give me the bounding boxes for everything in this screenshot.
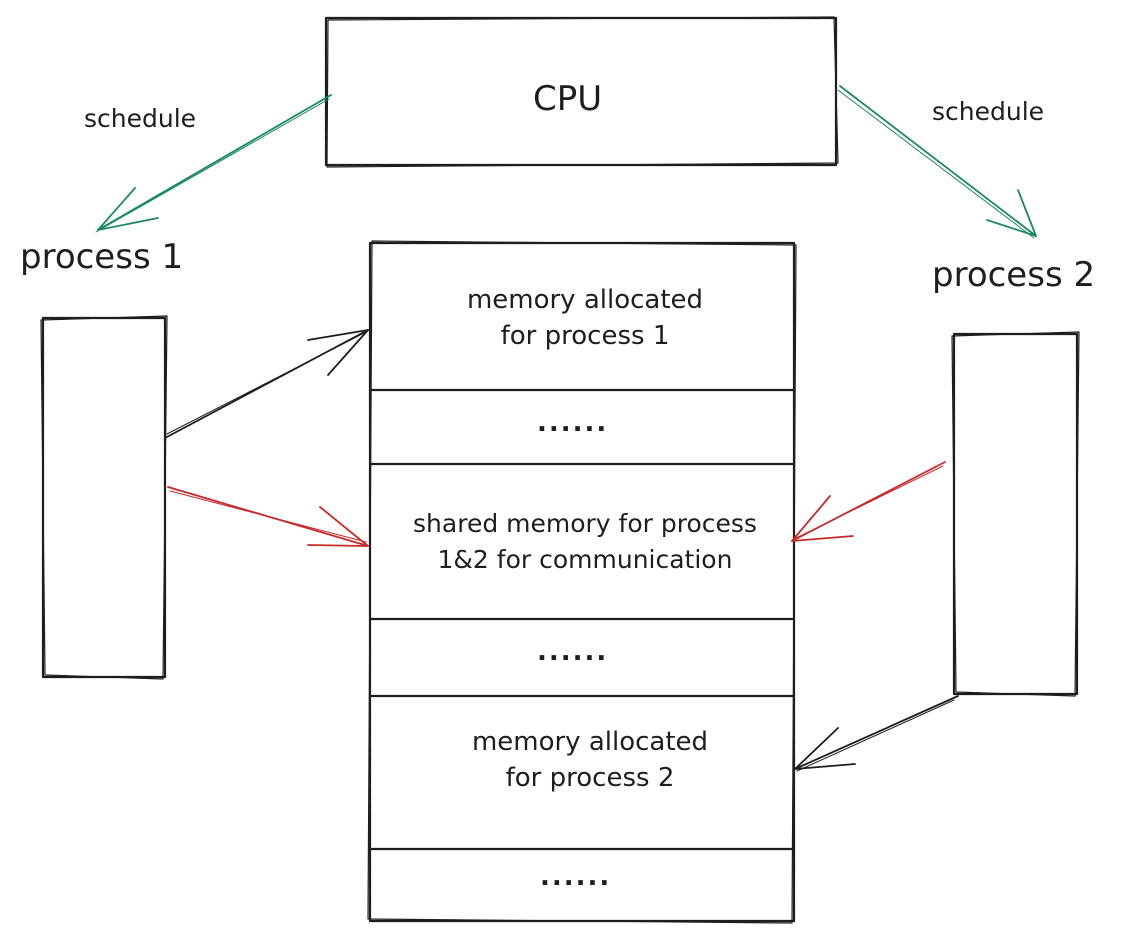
shared-memory-line-2: 1&2 for communication [437, 545, 733, 574]
memory-p2-cell-text: memory allocated for process 2 [420, 724, 760, 796]
process-1-label: process 1 [20, 237, 184, 277]
cpu-label: CPU [533, 79, 603, 119]
memory-p1-cell-text: memory allocated for process 1 [420, 282, 750, 354]
memory-p1-line-1: memory allocated [466, 285, 704, 315]
schedule-arrow-left [95, 94, 332, 233]
memory-stack [367, 240, 797, 924]
memory-p2-line-1: memory allocated [471, 727, 709, 757]
memory-gap-2: ...... [537, 637, 609, 667]
process-2-label: process 2 [932, 255, 1096, 295]
memory-p2-line-2: for process 2 [505, 763, 675, 793]
memory-gap-1: ...... [537, 408, 609, 438]
memory-gap-3: ...... [540, 862, 612, 892]
p2-memory-arrow [794, 695, 959, 772]
cpu-box[interactable] [324, 16, 839, 168]
memory-p1-line-2: for process 1 [500, 321, 670, 351]
process-2-box[interactable] [951, 331, 1080, 697]
p1-shared-arrow [167, 486, 369, 547]
p2-shared-arrow [791, 461, 946, 542]
shared-memory-cell-text: shared memory for process 1&2 for commun… [360, 506, 810, 578]
p1-memory-arrow [164, 329, 369, 439]
process-1-box[interactable] [40, 315, 168, 680]
shared-memory-line-1: shared memory for process [413, 509, 757, 538]
schedule-arrow-right [837, 85, 1037, 239]
schedule-label-right: schedule [932, 97, 1045, 126]
schedule-label-left: schedule [84, 104, 197, 133]
